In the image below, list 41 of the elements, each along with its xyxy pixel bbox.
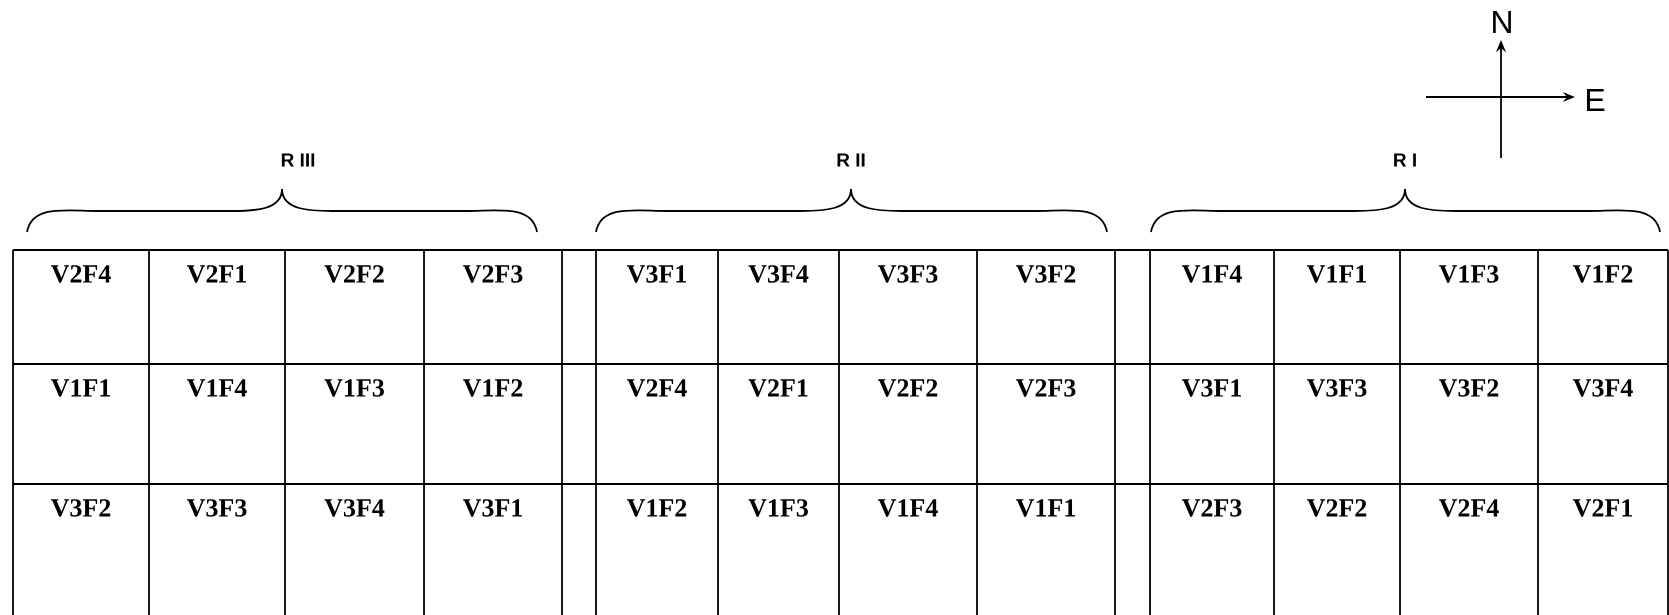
plot-cell: V2F4 bbox=[1438, 499, 1499, 517]
plot-cell: V1F3 bbox=[324, 379, 384, 397]
replication-label: R I bbox=[1394, 153, 1416, 167]
plot-cell: V3F4 bbox=[1572, 379, 1633, 397]
plot-cell: V3F3 bbox=[1306, 379, 1367, 397]
plot-cell: V1F3 bbox=[748, 499, 808, 517]
plot-cell: V2F2 bbox=[1306, 499, 1367, 517]
plot-cell: V2F3 bbox=[1015, 379, 1076, 397]
plot-cell: V2F4 bbox=[626, 379, 687, 397]
plot-cell: V2F2 bbox=[324, 265, 384, 283]
plot-cell: V2F1 bbox=[1572, 499, 1632, 517]
plot-cell: V2F3 bbox=[1181, 499, 1242, 517]
plot-cell: V3F2 bbox=[50, 499, 111, 517]
plot-cell: V1F4 bbox=[1181, 265, 1242, 283]
plot-cell: V3F1 bbox=[462, 499, 522, 517]
plot-cell: V1F2 bbox=[626, 499, 687, 517]
plot-cell: V3F2 bbox=[1015, 265, 1076, 283]
plot-cell: V1F2 bbox=[462, 379, 523, 397]
replication-label: R III bbox=[281, 153, 315, 167]
replication-label: R II bbox=[837, 153, 865, 167]
plot-cell: V3F1 bbox=[1181, 379, 1241, 397]
plot-cell: V1F3 bbox=[1438, 265, 1499, 283]
plot-cell: V1F2 bbox=[1572, 265, 1633, 283]
plot-cell: V2F2 bbox=[877, 379, 938, 397]
plot-cell: V1F1 bbox=[1015, 499, 1075, 517]
plot-cell: V2F1 bbox=[186, 265, 246, 283]
plot-cell: V3F3 bbox=[186, 499, 247, 517]
plot-cell: V1F4 bbox=[186, 379, 247, 397]
compass-label: E bbox=[1586, 89, 1605, 111]
plot-cell: V3F2 bbox=[1438, 379, 1499, 397]
plot-cell: V2F1 bbox=[748, 379, 808, 397]
plot-cell: V1F1 bbox=[1306, 265, 1366, 283]
plot-cell: V3F1 bbox=[626, 265, 686, 283]
plot-cell: V1F1 bbox=[50, 379, 110, 397]
plot-cell: V3F4 bbox=[324, 499, 385, 517]
plot-cell: V2F3 bbox=[462, 265, 523, 283]
plot-cell: V2F4 bbox=[50, 265, 111, 283]
plot-cell: V3F4 bbox=[748, 265, 809, 283]
plot-cell: V1F4 bbox=[877, 499, 938, 517]
plot-cell: V3F3 bbox=[877, 265, 938, 283]
compass-label: N bbox=[1493, 11, 1511, 33]
